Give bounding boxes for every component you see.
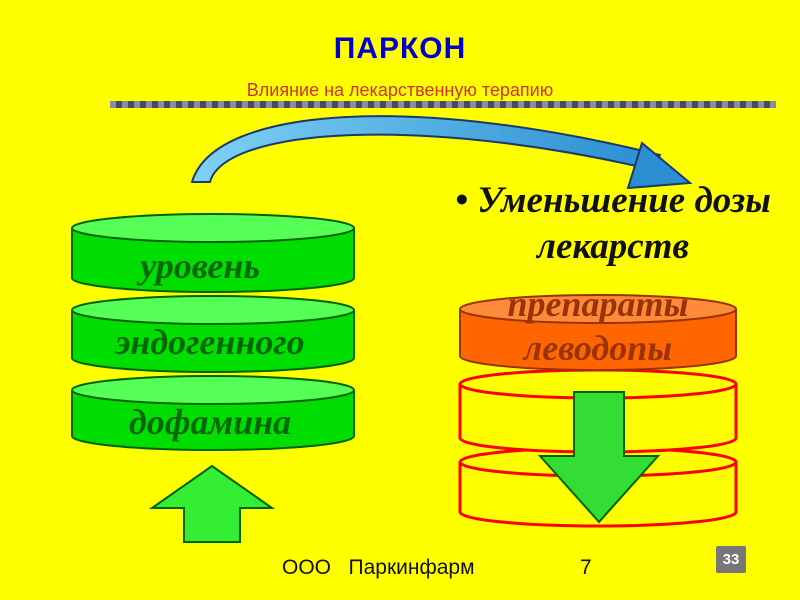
bullet-dose-reduction: • Уменьшение дозы лекарств: [455, 180, 771, 267]
green-disk-1: [71, 213, 355, 293]
orange-disk: [459, 294, 737, 371]
curved-arrow-icon: [190, 115, 693, 190]
slide-subtitle: Влияние на лекарственную терапию: [246, 80, 554, 100]
disk-label-dopamine: дофамина: [129, 402, 291, 442]
down-arrow-icon: [537, 391, 661, 524]
header-divider: [110, 101, 776, 108]
green-disk-3: [71, 375, 355, 451]
slide-title: ПАРКОН: [333, 32, 467, 65]
footer-organization: ООО Паркинфарм: [282, 556, 475, 579]
red-disk-middle: [458, 368, 738, 454]
disk-label-level: уровень: [136, 246, 260, 286]
footer-number: 7: [580, 556, 592, 579]
green-disk-2: [71, 295, 355, 373]
disk-label-endogenous: эндогенного: [114, 322, 304, 362]
up-arrow-icon: [148, 464, 276, 543]
disk-label-preparations: препараты: [507, 284, 688, 324]
page-number-badge: 33: [716, 546, 746, 573]
disk-label-levodopa: леводопы: [522, 328, 672, 368]
